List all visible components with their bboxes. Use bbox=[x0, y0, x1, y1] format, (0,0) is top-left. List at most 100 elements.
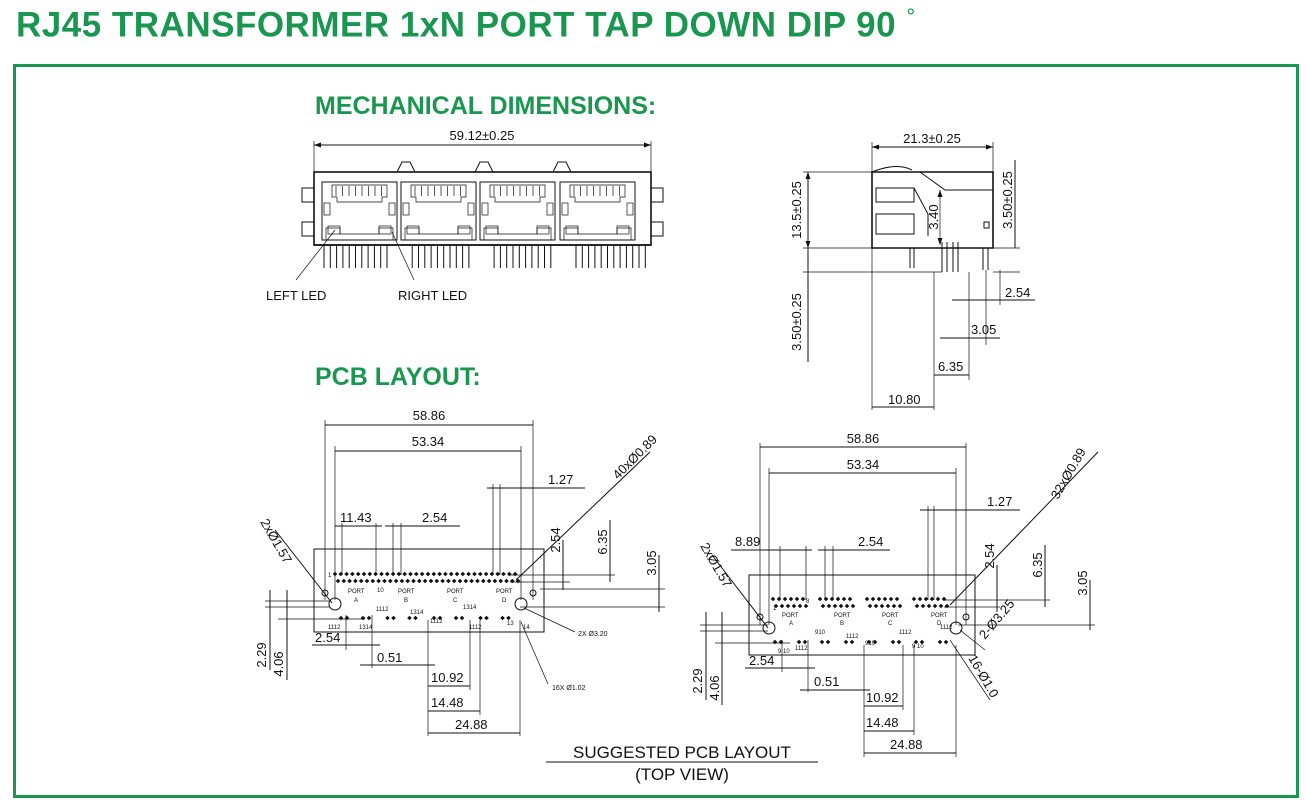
pin-hole bbox=[355, 571, 361, 577]
rj45-port-2 bbox=[400, 181, 477, 241]
pin-hole bbox=[344, 615, 350, 621]
pin-hole bbox=[506, 615, 511, 621]
pin-hole bbox=[876, 596, 882, 602]
port-opening bbox=[400, 181, 477, 241]
pin-hole bbox=[885, 603, 891, 609]
pin-hole bbox=[475, 578, 480, 584]
pin-hole bbox=[478, 571, 483, 577]
pin-hole bbox=[923, 596, 929, 602]
pin-hole bbox=[484, 615, 489, 621]
pcbL-bottom5: 24.88 bbox=[455, 717, 488, 732]
pcbL-pin-1314c: 1314 bbox=[463, 605, 477, 611]
pin-hole bbox=[402, 571, 407, 577]
pin-hole bbox=[864, 596, 870, 602]
pcbL-pin-1112a: 1112 bbox=[376, 607, 389, 613]
pin-hole bbox=[437, 571, 442, 577]
pin-hole bbox=[414, 571, 419, 577]
pin-hole bbox=[434, 578, 440, 584]
pin-hole bbox=[894, 596, 900, 602]
pin-hole bbox=[411, 578, 416, 584]
pin-hole bbox=[422, 578, 428, 584]
pin-hole bbox=[453, 615, 459, 621]
pin-hole bbox=[367, 571, 373, 577]
pin-hole bbox=[844, 603, 850, 609]
pin-hole bbox=[495, 571, 500, 577]
pin-hole bbox=[917, 596, 923, 602]
pin-hole bbox=[443, 571, 448, 577]
pin-hole bbox=[492, 578, 498, 584]
pcbR-ledhole: 16-Ø1.0 bbox=[965, 652, 1001, 700]
pin-hole bbox=[832, 603, 838, 609]
pcbL-left2: 4.06 bbox=[271, 651, 286, 676]
pin-hole bbox=[428, 578, 434, 584]
pcbR-row3: 3.05 bbox=[1075, 570, 1090, 595]
led-left bbox=[485, 225, 499, 235]
pin-hole bbox=[390, 571, 396, 577]
pin-hole bbox=[460, 571, 466, 577]
pin-hole bbox=[448, 571, 454, 577]
pin-hole bbox=[478, 615, 483, 621]
port-opening bbox=[321, 181, 398, 241]
pin-hole bbox=[879, 603, 885, 609]
pin-hole bbox=[782, 596, 788, 602]
pcbL-port: 11.43 bbox=[340, 510, 372, 525]
pin-hole bbox=[873, 603, 879, 609]
pcbR-pin-8: 8 bbox=[806, 599, 810, 605]
pin-hole bbox=[776, 596, 782, 602]
pcbR-row1: 2.54 bbox=[982, 543, 997, 568]
pin-hole bbox=[515, 578, 521, 584]
degree-symbol: ° bbox=[906, 4, 916, 29]
pin-hole bbox=[353, 578, 358, 584]
side-pinlength-dim: 3.50±0.25 bbox=[789, 293, 804, 351]
pin-hole bbox=[459, 615, 465, 621]
pin-hole bbox=[440, 578, 445, 584]
pcbR-holes: 53.34 bbox=[847, 457, 880, 472]
pcbL-bottom2: 0.51 bbox=[377, 650, 402, 665]
pin-hole bbox=[802, 639, 808, 645]
pcbL-row3: 3.05 bbox=[644, 550, 659, 575]
pcbR-pin-910b: 910 bbox=[815, 630, 826, 636]
pin-hole bbox=[376, 578, 381, 584]
pin-hole bbox=[366, 615, 372, 621]
pin-hole bbox=[338, 615, 344, 621]
front-view: 59.12±0.25 LEFT LED RIGHT LED bbox=[266, 128, 664, 303]
pin-hole bbox=[338, 571, 344, 577]
pcbL-port-a: PORT bbox=[348, 589, 365, 595]
pin-hole bbox=[344, 571, 349, 577]
pin-hole bbox=[935, 596, 941, 602]
pcbR-pin-910a: 9 10 bbox=[778, 649, 790, 655]
pcbL-pin-1112b: 1112 bbox=[430, 619, 443, 625]
pcbL-bottom3: 10.92 bbox=[431, 670, 464, 685]
pin-hole bbox=[407, 615, 412, 621]
pin-hole bbox=[944, 603, 950, 609]
pin-hole bbox=[835, 596, 841, 602]
side-latch-dim: 3.40 bbox=[926, 204, 941, 229]
pin-hole bbox=[417, 578, 422, 584]
pin-hole bbox=[483, 571, 489, 577]
pcbR-led: 2.54 bbox=[858, 534, 883, 549]
latch-right bbox=[626, 202, 634, 216]
pin-hole bbox=[335, 578, 341, 584]
side-top-dim: 3.50±0.25 bbox=[1000, 171, 1015, 229]
pcbL-mounthole: 2X Ø3.20 bbox=[578, 631, 608, 638]
pcbL-holes: 53.34 bbox=[412, 434, 445, 449]
pin-hole bbox=[358, 578, 364, 584]
pin-hole bbox=[347, 578, 352, 584]
pcbR-port-c: PORT bbox=[882, 613, 899, 619]
pin-hole bbox=[890, 639, 896, 645]
pin-hole bbox=[466, 571, 471, 577]
latch-right bbox=[388, 202, 396, 216]
pcbR-left1: 2.29 bbox=[690, 668, 705, 693]
pcbR-left2: 4.06 bbox=[707, 675, 722, 700]
latch-right bbox=[467, 202, 475, 216]
pcbL-bottom1: 2.54 bbox=[315, 630, 340, 645]
pin-hole bbox=[472, 571, 477, 577]
pin-hole bbox=[498, 578, 503, 584]
pcb-layout-left: 58.86 53.34 1.27 40xØ0.89 11.43 2.54 2.5… bbox=[254, 408, 665, 736]
pin-hole bbox=[914, 603, 920, 609]
pin-hole bbox=[820, 603, 826, 609]
pin-hole bbox=[510, 578, 515, 584]
pcb-heading: PCB LAYOUT: bbox=[315, 363, 481, 391]
pin-hole bbox=[825, 639, 831, 645]
